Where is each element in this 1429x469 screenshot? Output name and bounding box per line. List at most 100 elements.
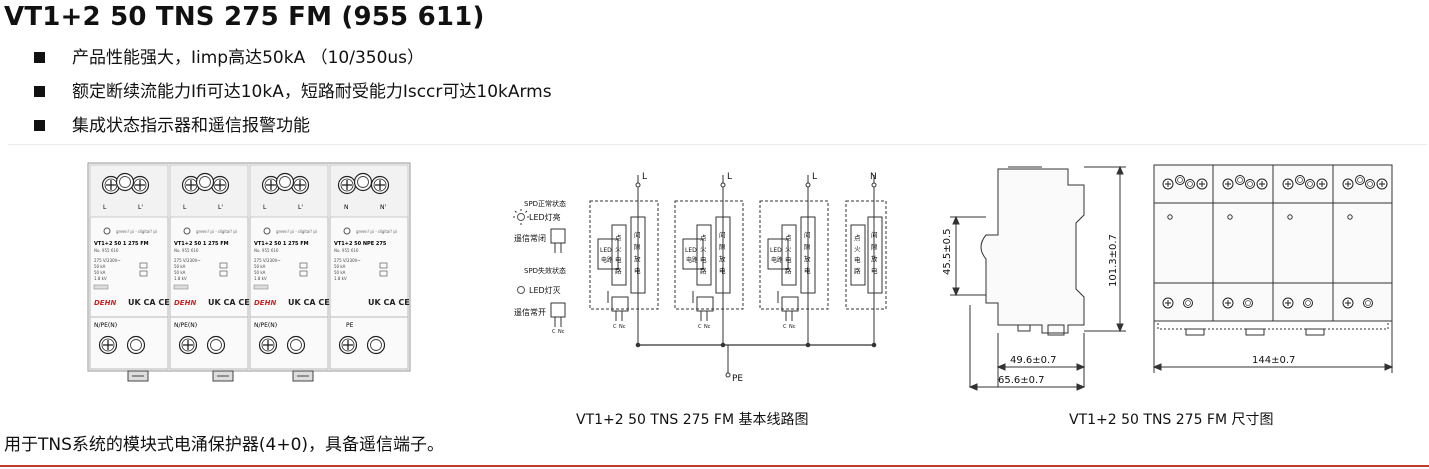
- terminal-label: L: [183, 204, 187, 211]
- phase-block-2: L LED 电路 点 火 电 路 间 隙 放 电 C Nc: [674, 172, 744, 345]
- terminal-label: N/PE(N): [94, 322, 117, 329]
- spec-text: 50 kA: [94, 264, 106, 269]
- led-circuit-label: LED: [770, 247, 782, 254]
- terminal-label: N/PE(N): [174, 322, 197, 329]
- spec-text: 50 kA: [254, 264, 266, 269]
- cert-mark: UK CA CE: [128, 298, 170, 307]
- dim-height-side: 101.3±0.7: [1108, 234, 1119, 287]
- phase-label: L: [727, 172, 732, 182]
- spark-gap-label: 间: [871, 231, 878, 239]
- bullet-square-icon: [34, 120, 45, 131]
- phase-block-1: L LED 电路 点 火 电 路 间 隙 放 电 C Nc: [589, 172, 659, 345]
- legend-fail-led: LED灯灭: [529, 285, 561, 295]
- circuit-diagram: SPD正常状态 LED灯亮 遥信常闭 SPD失效状态 LED灯灭 遥信常开 C …: [513, 172, 887, 384]
- spec-text: 50 kA: [94, 270, 106, 275]
- ignition-label: 电: [700, 255, 707, 264]
- dim-height-front: 45.5±0.5: [942, 228, 953, 275]
- spark-gap-label: 电: [804, 266, 811, 275]
- figure-svg: L L' green! pi - digital! pi VT1+2 50 1 …: [87, 162, 1394, 391]
- terminal-label: N/PE(N): [254, 322, 277, 329]
- led-circuit-label: 电路: [686, 256, 698, 264]
- spec-text: 275 V/230V~: [254, 258, 281, 263]
- contact-label: Nc: [704, 324, 711, 330]
- circuit-caption: VT1+2 50 TNS 275 FM 基本线路图: [576, 412, 809, 428]
- spark-gap-label: 放: [804, 254, 811, 263]
- legend-fail-remote: 遥信常开: [514, 307, 546, 317]
- terminal-label: N: [344, 204, 349, 211]
- spec-text: 1.8 kV: [94, 276, 107, 281]
- feature-item: 集成状态指示器和遥信报警功能: [34, 109, 552, 143]
- figure-panel: L L' green! pi - digital! pi VT1+2 50 1 …: [8, 144, 1427, 426]
- ignition-label: 点: [785, 234, 792, 242]
- contact-label: C: [613, 324, 617, 330]
- feature-item: 产品性能强大，Iimp高达50kA （10/350us）: [34, 41, 552, 75]
- contact-label: C: [552, 329, 556, 335]
- spark-gap-label: 电: [634, 266, 641, 275]
- side-view-drawing: 45.5±0.5 101.3±0.7 49.6±0.7 65.6±0.7: [942, 165, 1126, 391]
- legend-normal-led: LED灯亮: [529, 212, 561, 222]
- module-4: N N' green! pi - digital! pi VT1+2 50 NP…: [329, 164, 410, 370]
- dim-depth-total: 65.6±0.7: [998, 375, 1045, 386]
- spark-gap-label: 间: [719, 231, 726, 239]
- ignition-label: 点: [615, 234, 622, 242]
- spec-text: 1.8 kV: [254, 276, 267, 281]
- spark-gap-label: 隙: [634, 242, 641, 251]
- phase-label: L: [812, 172, 817, 182]
- spec-text: 1.8 kV: [334, 276, 347, 281]
- number-text: No. 955 616: [174, 248, 199, 253]
- ignition-label: 电: [785, 255, 792, 264]
- spec-text: 275 V/230V~: [94, 258, 121, 263]
- module-2: L L' green! pi - digital! pi VT1+2 50 1 …: [169, 164, 250, 370]
- spec-text: 50 kA: [334, 270, 346, 275]
- led-circuit-label: LED: [685, 247, 697, 254]
- ignition-label: 电: [854, 255, 861, 264]
- spec-text: 50 kA: [254, 270, 266, 275]
- model-text: VT1+2 50 1 275 FM: [94, 241, 149, 247]
- feature-list: 产品性能强大，Iimp高达50kA （10/350us） 额定断续流能力Ifi可…: [34, 41, 552, 143]
- spec-text: 1.8 kV: [174, 276, 187, 281]
- circuit-legend: SPD正常状态 LED灯亮 遥信常闭 SPD失效状态 LED灯灭 遥信常开 C …: [513, 199, 566, 335]
- contact-label: Nc: [789, 324, 796, 330]
- led-circuit-label: 电路: [601, 256, 613, 264]
- spark-gap-label: 电: [719, 266, 726, 275]
- spec-text: 50 kA: [174, 270, 186, 275]
- front-view-drawing: 144±0.7: [1152, 164, 1394, 373]
- divider-line: [0, 465, 1429, 467]
- ignition-label: 火: [854, 245, 861, 253]
- dim-depth-inner: 49.6±0.7: [1010, 355, 1057, 366]
- neutral-block: N 点 火 电 路 间 隙 放 电: [845, 172, 887, 345]
- brand-text: green! pi - digital! pi: [196, 229, 237, 234]
- spec-text: 275 V/230V~: [334, 258, 361, 263]
- terminal-label: L': [138, 204, 143, 211]
- cert-mark: UK CA CE: [288, 298, 330, 307]
- module-3: L L' green! pi - digital! pi VT1+2 50 1 …: [249, 164, 330, 370]
- spark-gap-label: 放: [871, 254, 878, 263]
- ignition-label: 路: [785, 266, 792, 275]
- spec-text: 50 kA: [174, 264, 186, 269]
- led-circuit-label: LED: [600, 247, 612, 254]
- terminal-label: PE: [346, 322, 354, 329]
- ignition-label: 电: [615, 255, 622, 264]
- contact-label: C: [698, 324, 702, 330]
- spark-gap-label: 隙: [804, 242, 811, 251]
- dehn-logo: DEHN: [254, 299, 276, 307]
- cert-mark: UK CA CE: [368, 298, 410, 307]
- led-circuit-label: 电路: [771, 256, 783, 264]
- module-1: L L' green! pi - digital! pi VT1+2 50 1 …: [89, 164, 170, 370]
- number-text: No. 955 616: [254, 248, 279, 253]
- terminal-label: L: [103, 204, 107, 211]
- terminal-label: L': [218, 204, 223, 211]
- ignition-label: 点: [854, 234, 861, 242]
- ignition-label: 火: [785, 245, 792, 253]
- dimension-caption: VT1+2 50 TNS 275 FM 尺寸图: [1069, 412, 1274, 428]
- feature-text: 额定断续流能力Ifi可达10kA，短路耐受能力Isccr可达10kArms: [72, 82, 552, 102]
- contact-label: Nc: [619, 324, 626, 330]
- product-description: 用于TNS系统的模块式电涌保护器(4+0)，具备遥信端子。: [4, 435, 445, 455]
- spark-gap-label: 间: [804, 231, 811, 239]
- terminal-label: N': [380, 204, 386, 211]
- ignition-label: 路: [615, 266, 622, 275]
- model-text: VT1+2 50 1 275 FM: [254, 241, 309, 247]
- product-photo: L L' green! pi - digital! pi VT1+2 50 1 …: [87, 162, 411, 382]
- feature-text: 产品性能强大，Iimp高达50kA （10/350us）: [72, 48, 425, 68]
- feature-text: 集成状态指示器和遥信报警功能: [72, 116, 310, 136]
